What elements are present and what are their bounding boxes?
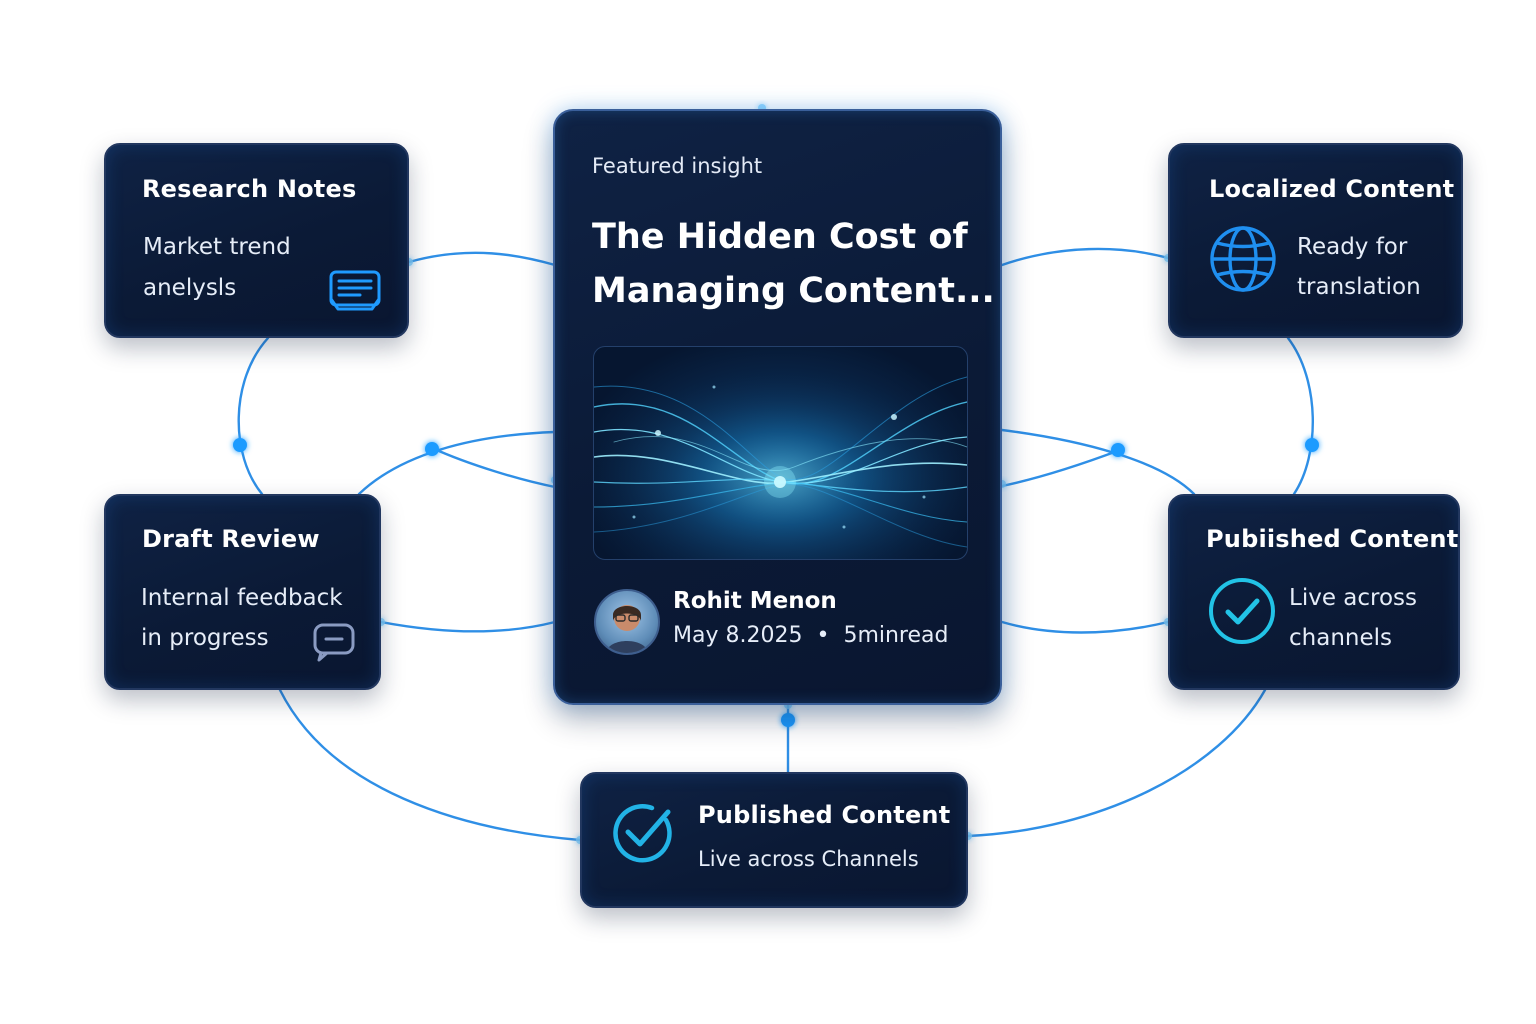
localized-content-card[interactable]: Localized Content Ready for translation	[1168, 143, 1463, 338]
card-line: Market trend	[143, 234, 291, 260]
check-circle-icon	[1207, 576, 1277, 650]
post-date: May 8.2025	[673, 623, 803, 648]
connector-node	[781, 713, 795, 727]
connector-node	[1305, 438, 1319, 452]
connector-line	[430, 446, 557, 489]
card-line: Ready for	[1297, 234, 1408, 260]
connector-line	[407, 251, 557, 267]
connector-node	[233, 438, 247, 452]
research-notes-card[interactable]: Research Notes Market trend anelysls	[104, 143, 409, 338]
connector-line	[1000, 620, 1170, 634]
connector-node	[425, 442, 439, 456]
connector-line	[379, 620, 557, 633]
card-description: Ready for translation	[1297, 227, 1421, 307]
card-line: channels	[1289, 625, 1392, 651]
featured-title-line: Managing Content...	[592, 271, 995, 311]
person-avatar[interactable]	[594, 589, 660, 655]
light-waves-image	[593, 346, 968, 560]
check-icon	[612, 800, 678, 868]
draft-review-card[interactable]: Draft Review Internal feedback in progre…	[104, 494, 381, 690]
featured-label: Featured insight	[592, 154, 763, 178]
author-name[interactable]: Rohit Menon	[673, 588, 837, 614]
card-description: Live across Channels	[698, 847, 919, 871]
featured-title-line: The Hidden Cost of	[592, 217, 968, 257]
post-meta: May 8.2025 • 5minread	[673, 623, 948, 648]
globe-icon	[1208, 224, 1278, 298]
published-content-card-bottom[interactable]: Published Content Live across Channels	[580, 772, 968, 908]
card-title: Published Content	[698, 801, 951, 829]
card-title: Pubiished Content	[1206, 525, 1459, 553]
connector-line	[966, 688, 1267, 838]
connector-line	[278, 688, 582, 842]
card-line: anelysls	[143, 275, 237, 301]
card-line: in progress	[141, 625, 269, 651]
read-time: 5minread	[843, 623, 949, 648]
connector-node	[1111, 443, 1125, 457]
connector-line	[1000, 247, 1170, 267]
card-title: Research Notes	[142, 175, 357, 203]
featured-insight-card[interactable]: Featured insight The Hidden Cost of Mana…	[553, 109, 1002, 705]
connector-line	[1000, 428, 1196, 496]
published-content-card-right[interactable]: Pubiished Content Live across channels	[1168, 494, 1460, 690]
card-description: Live across channels	[1289, 578, 1417, 658]
card-line: translation	[1297, 274, 1421, 300]
connector-line	[1000, 448, 1122, 488]
card-line: Live across	[1289, 585, 1418, 611]
connector-line	[1286, 336, 1314, 496]
card-title: Localized Content	[1209, 175, 1455, 203]
card-description: Internal feedback in progress	[141, 578, 343, 658]
comment-icon	[312, 622, 356, 666]
card-description: Market trend anelysls	[143, 227, 291, 309]
notes-icon	[328, 269, 382, 317]
connector-line	[357, 430, 557, 496]
featured-title[interactable]: The Hidden Cost of Managing Content...	[592, 210, 995, 318]
card-line: Internal feedback	[141, 585, 343, 611]
card-title: Draft Review	[142, 525, 320, 553]
meta-separator: •	[816, 623, 830, 648]
connector-line	[237, 336, 270, 496]
